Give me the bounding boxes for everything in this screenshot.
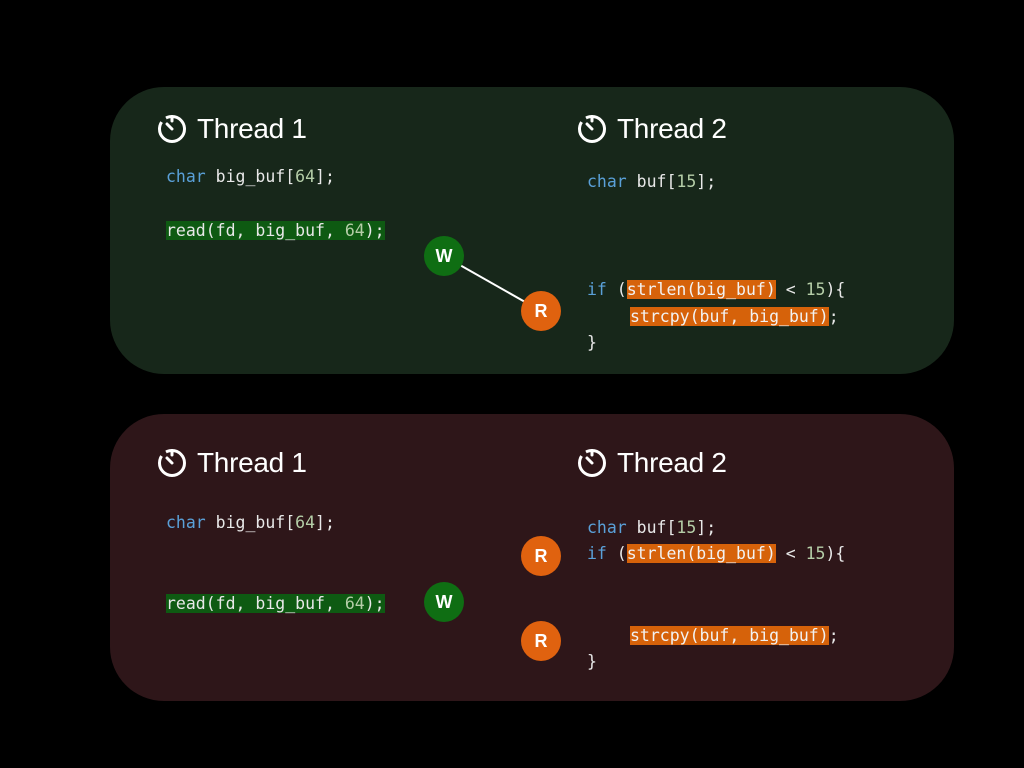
write-node: W	[424, 236, 464, 276]
read-node: R	[521, 536, 561, 576]
timer-icon	[578, 449, 606, 477]
code-line-if: if (strlen(big_buf) < 15){	[587, 280, 846, 299]
code-line-strcpy: strcpy(buf, big_buf);	[630, 626, 839, 645]
code-line-read: read(fd, big_buf, 64);	[166, 218, 385, 244]
thread1-title-top: Thread 1	[156, 111, 307, 147]
write-highlight: read(fd, big_buf, 64);	[166, 221, 385, 240]
timer-icon	[158, 115, 186, 143]
read-node: R	[521, 291, 561, 331]
code-line-read: read(fd, big_buf, 64);	[166, 591, 385, 617]
code-line-close: }	[587, 333, 597, 352]
timer-icon	[158, 449, 186, 477]
code-line-decl-buf: char buf[15];	[587, 172, 717, 191]
read-highlight: strlen(big_buf)	[626, 280, 776, 299]
write-node: W	[424, 582, 464, 622]
write-highlight: read(fd, big_buf, 64);	[166, 594, 385, 613]
code-line-strcpy: strcpy(buf, big_buf);	[630, 307, 839, 326]
code-line-decl-bigbuf: char big_buf[64];	[166, 167, 335, 186]
code-line-close: }	[587, 652, 597, 671]
thread1-title-bottom: Thread 1	[156, 445, 307, 481]
code-line-decl-buf: char buf[15];	[587, 518, 717, 537]
code-line-decl-bigbuf: char big_buf[64];	[166, 513, 335, 532]
thread2-title-bottom: Thread 2	[576, 445, 727, 481]
read-node: R	[521, 621, 561, 661]
code-line-if: if (strlen(big_buf) < 15){	[587, 544, 846, 563]
timer-icon	[578, 115, 606, 143]
read-highlight: strcpy(buf, big_buf)	[630, 307, 829, 326]
thread2-title-top: Thread 2	[576, 111, 727, 147]
read-highlight: strcpy(buf, big_buf)	[630, 626, 829, 645]
read-highlight: strlen(big_buf)	[626, 544, 776, 563]
